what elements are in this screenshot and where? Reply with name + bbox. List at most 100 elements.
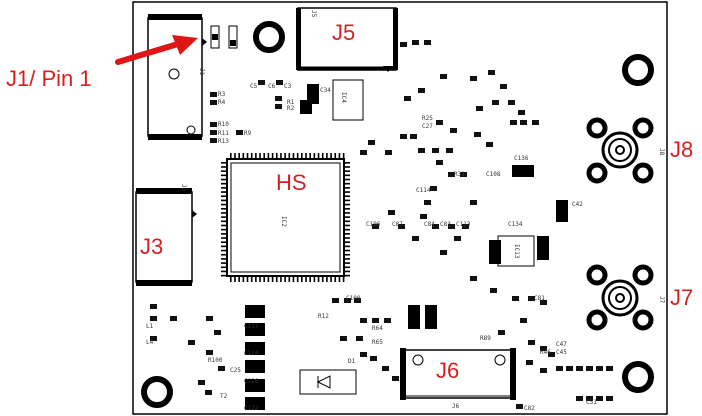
smd-pad (540, 300, 547, 305)
smd-pad (424, 200, 431, 205)
svg-text:R11: R11 (218, 130, 229, 137)
svg-text:C5: C5 (250, 83, 258, 90)
svg-text:R65: R65 (372, 339, 383, 346)
svg-text:IC13: IC13 (513, 244, 520, 259)
smd-pad (150, 316, 157, 321)
svg-text:R12: R12 (318, 313, 329, 320)
svg-text:C136: C136 (514, 155, 529, 162)
smd-pad (556, 366, 563, 371)
smd-pad (512, 296, 519, 301)
svg-text:R1: R1 (287, 99, 295, 106)
silkscreen-labels: J5 J1 J3 J6 J7 J8 IC2 IC4 IC13 R3 R4 R10… (146, 10, 665, 412)
svg-text:R10: R10 (218, 121, 229, 128)
label-j5: J5 (332, 20, 355, 45)
smd-pad (454, 236, 461, 241)
smd-pad (214, 330, 221, 335)
smd-pad (430, 186, 437, 191)
svg-text:L1: L1 (146, 323, 154, 330)
smd-pad (488, 70, 495, 75)
smd-pad (412, 236, 419, 241)
large-capacitors (245, 84, 568, 410)
hs-ic (221, 153, 350, 282)
svg-text:C100: C100 (346, 295, 361, 302)
smd-pad (360, 352, 367, 357)
svg-text:C82: C82 (524, 405, 535, 412)
smd-pad (440, 250, 447, 255)
smd-pad (275, 104, 282, 109)
smd-pad (476, 106, 483, 111)
j3-connector (135, 188, 197, 286)
svg-text:C120: C120 (244, 378, 259, 385)
ic4-outline (332, 79, 364, 121)
smd-pad (206, 316, 213, 321)
mounting-holes (141, 21, 654, 408)
smd-pad (432, 224, 439, 229)
svg-text:R3: R3 (218, 91, 226, 98)
smd-pad (385, 150, 392, 155)
smd-pad (566, 366, 573, 371)
smd-pad (424, 40, 431, 45)
smd-pad (498, 330, 505, 335)
smd-pad (460, 172, 467, 177)
svg-text:C114: C114 (416, 187, 431, 194)
smd-pad (500, 84, 507, 89)
svg-text:C124: C124 (244, 350, 259, 357)
smd-pad (436, 120, 443, 125)
smd-pad (548, 352, 555, 357)
svg-text:C45: C45 (556, 349, 567, 356)
smd-pad (606, 396, 613, 401)
svg-text:J5: J5 (310, 10, 317, 18)
svg-text:R100: R100 (208, 357, 223, 364)
svg-text:R31: R31 (454, 171, 465, 178)
smd-pad (210, 100, 217, 105)
svg-text:R89: R89 (480, 335, 491, 342)
label-hs: HS (276, 170, 307, 195)
smd-pad (606, 366, 613, 371)
svg-text:R25: R25 (422, 115, 433, 122)
label-j6: J6 (436, 358, 459, 383)
svg-text:C122: C122 (244, 405, 259, 412)
smd-pad (586, 366, 593, 371)
j6-connector (400, 348, 516, 400)
label-j3: J3 (140, 234, 163, 259)
j7-coax (586, 264, 654, 331)
svg-text:R64: R64 (372, 325, 383, 332)
svg-text:R9: R9 (244, 130, 252, 137)
smd-pad (398, 224, 405, 229)
svg-text:C134: C134 (508, 221, 523, 228)
smd-pad (340, 336, 347, 341)
smd-pad (170, 316, 177, 321)
smd-pad (210, 92, 217, 97)
j5-connector (296, 7, 398, 72)
smd-pad (210, 122, 217, 127)
svg-text:D1: D1 (348, 358, 356, 365)
smd-pad (432, 148, 439, 153)
smd-pad (354, 298, 361, 303)
smd-pad (448, 172, 455, 177)
smd-pad (368, 140, 375, 145)
smd-pad (400, 134, 407, 139)
smd-pad (518, 110, 525, 115)
smd-pad (332, 298, 339, 303)
smd-pad (356, 336, 363, 341)
j8-coax (586, 117, 654, 184)
smd-pad (528, 340, 535, 345)
smd-pad (150, 336, 157, 341)
smd-pad (218, 366, 225, 371)
svg-text:C31: C31 (586, 399, 597, 406)
smd-pad (448, 224, 455, 229)
smd-pad (540, 346, 547, 351)
smd-pad (404, 96, 411, 101)
smd-pad (392, 376, 399, 381)
svg-text:C106: C106 (366, 221, 381, 228)
smd-pad (205, 390, 212, 395)
smd-pad (236, 130, 243, 135)
svg-text:C81: C81 (534, 295, 545, 302)
svg-text:IC4: IC4 (340, 92, 347, 103)
smd-pad (474, 132, 481, 137)
smd-pad (510, 120, 517, 125)
svg-text:IC2: IC2 (280, 216, 287, 227)
svg-text:L4: L4 (146, 339, 154, 346)
svg-text:C42: C42 (572, 201, 583, 208)
svg-text:C117: C117 (244, 323, 259, 330)
